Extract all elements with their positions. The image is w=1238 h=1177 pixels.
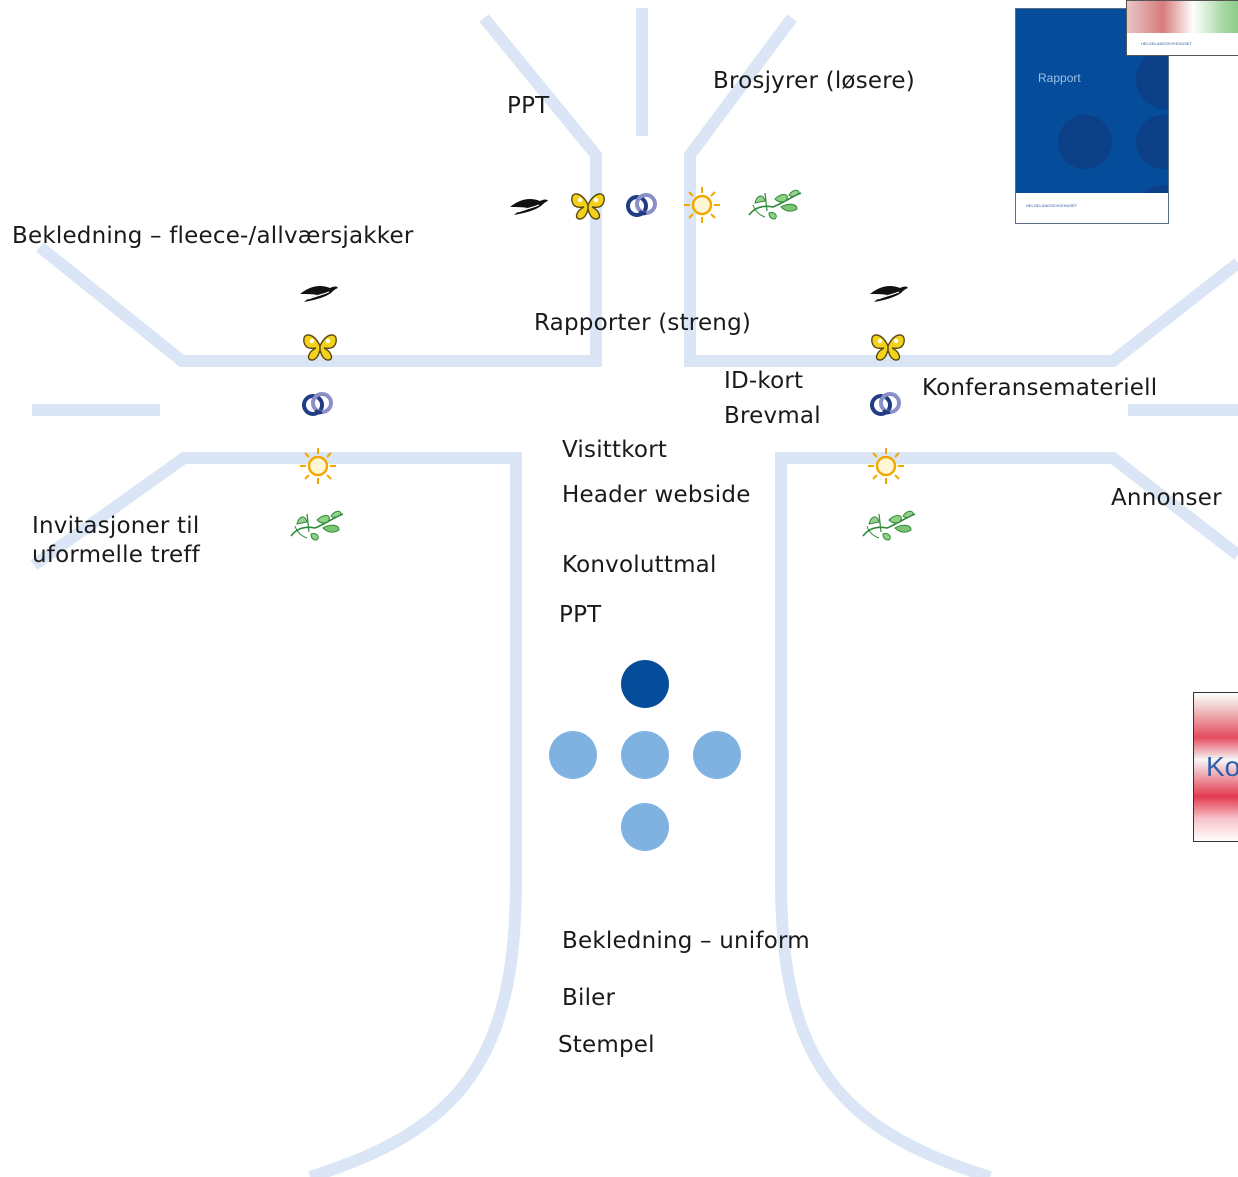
bird-icon (866, 272, 910, 312)
brochure-footer: HELGELANDSSYKEHUSET (1127, 33, 1238, 55)
dot-center (621, 731, 669, 779)
trunk-right (775, 452, 1238, 1177)
butterfly-icon (566, 185, 610, 225)
label-ppt-top: PPT (507, 93, 550, 119)
brochure-image (1127, 1, 1238, 33)
dot-bottom (621, 803, 669, 851)
rings-icon (864, 384, 908, 424)
label-ads: Annonser (1111, 485, 1222, 511)
dot-top (621, 660, 669, 708)
dot-right (693, 731, 741, 779)
butterfly-icon (866, 326, 910, 366)
brochure-thumbnail: HELGELANDSSYKEHUSET (1126, 0, 1238, 56)
label-ppt-bottom: PPT (559, 602, 602, 628)
sun-icon (680, 185, 724, 225)
label-invitations: Invitasjoner til uformelle treff (32, 513, 200, 568)
branch-upper-left-diag (36, 14, 602, 367)
dot-left (549, 731, 597, 779)
plant-icon (858, 506, 920, 546)
label-business-card: Visittkort (562, 437, 668, 463)
label-reports: Rapporter (streng) (534, 310, 752, 336)
label-clothing-fleece: Bekledning – fleece-/allværsjakker (12, 223, 414, 249)
label-letter-template: Brevmal (724, 403, 821, 429)
label-envelope: Konvoluttmal (562, 552, 717, 578)
label-conference: Konferansemateriell (922, 375, 1158, 401)
report-cover-footer-text: HELGELANDSSYKEHUSET (1026, 203, 1078, 208)
brochure-footer-text: HELGELANDSSYKEHUSET (1141, 41, 1193, 46)
cover-circle (1136, 115, 1168, 169)
report-cover-thumbnail: Rapport HELGELANDSSYKEHUSET (1015, 8, 1169, 224)
trunk-left (30, 452, 522, 1177)
plant-icon (286, 506, 348, 546)
label-clothing-uniform: Bekledning – uniform (562, 928, 810, 954)
butterfly-icon (298, 326, 342, 366)
rings-icon (296, 384, 340, 424)
report-cover-footer: HELGELANDSSYKEHUSET (1016, 193, 1168, 223)
label-header-web: Header webside (562, 482, 751, 508)
label-cars: Biler (562, 985, 616, 1011)
label-brochures: Brosjyrer (løsere) (713, 68, 915, 94)
label-stamp: Stempel (558, 1032, 655, 1058)
plant-icon (744, 185, 806, 225)
conference-thumbnail-text: Ko (1206, 751, 1238, 782)
cover-circle (1058, 115, 1112, 169)
bird-icon (506, 185, 550, 225)
report-cover-title: Rapport (1038, 71, 1081, 85)
sun-icon (864, 446, 908, 486)
bird-icon (296, 272, 340, 312)
branch-upper-right-diag (684, 14, 1238, 367)
label-id-card: ID-kort (724, 368, 804, 394)
cover-circle (1136, 49, 1168, 109)
sun-icon (296, 446, 340, 486)
rings-icon (620, 185, 664, 225)
conference-thumbnail: Ko (1193, 692, 1238, 842)
